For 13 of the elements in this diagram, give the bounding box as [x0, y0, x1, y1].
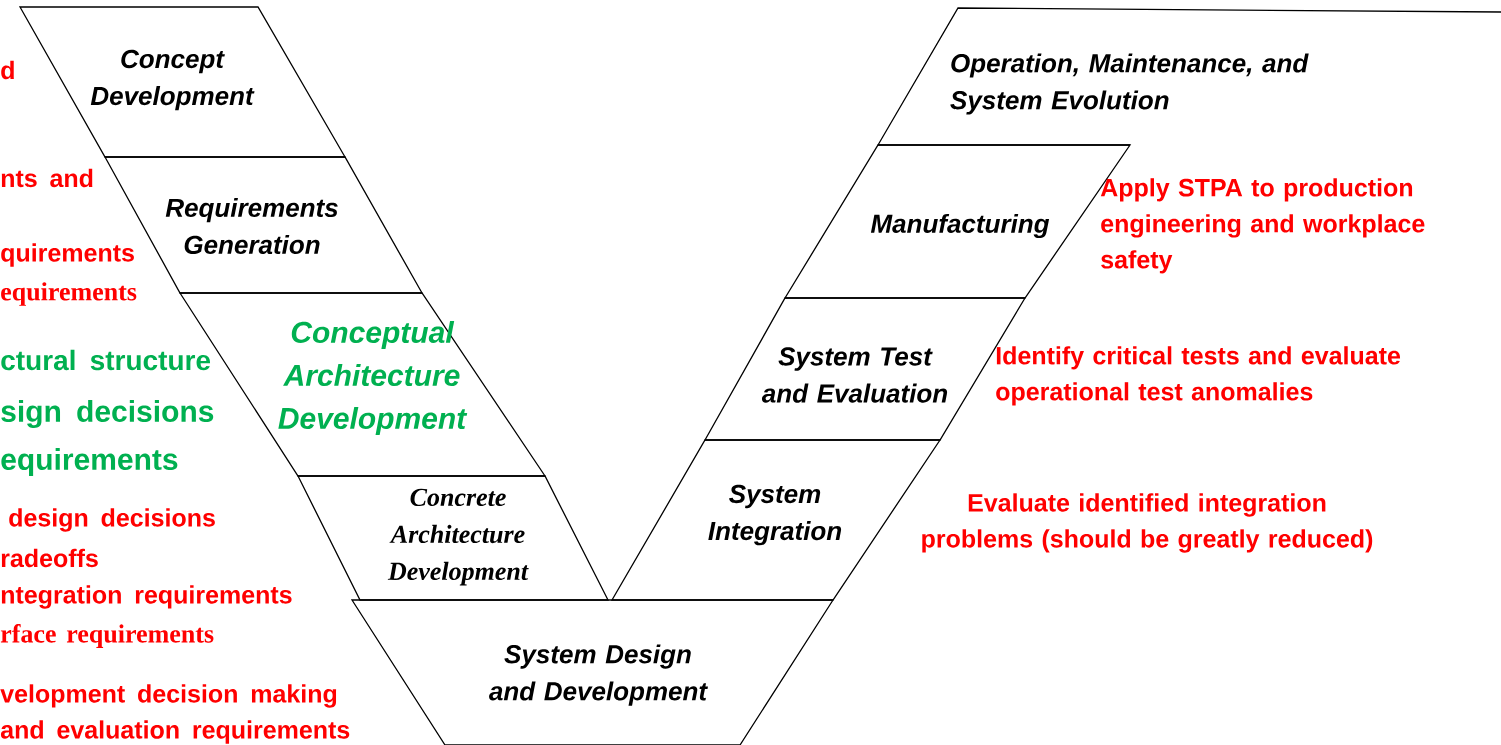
annotation-text: design decisions — [9, 508, 215, 532]
annotation-text: quirements — [1, 243, 134, 267]
annotation-text: nts and — [1, 168, 93, 188]
annotation-text: equirements — [1, 282, 137, 306]
annotation-text: rface requirements — [0, 624, 214, 648]
annotation-text: sign decisions — [1, 399, 214, 429]
phase-band: Operation, Maintenance, and System Evolution — [876, 7, 1501, 146]
annotation-text: Apply STPA to production engineering and workplace safety — [1100, 178, 1425, 274]
annotation-text: radeoffs — [1, 548, 98, 568]
annotation-text: Identify critical tests and evaluate operational test anomalies — [996, 346, 1401, 406]
annotation-text: ntegration requirements — [1, 585, 292, 609]
annotation-text: ctural structure — [1, 349, 211, 371]
annotation-text: Evaluate identified integration problems (should be greatly reduced) — [922, 493, 1373, 553]
